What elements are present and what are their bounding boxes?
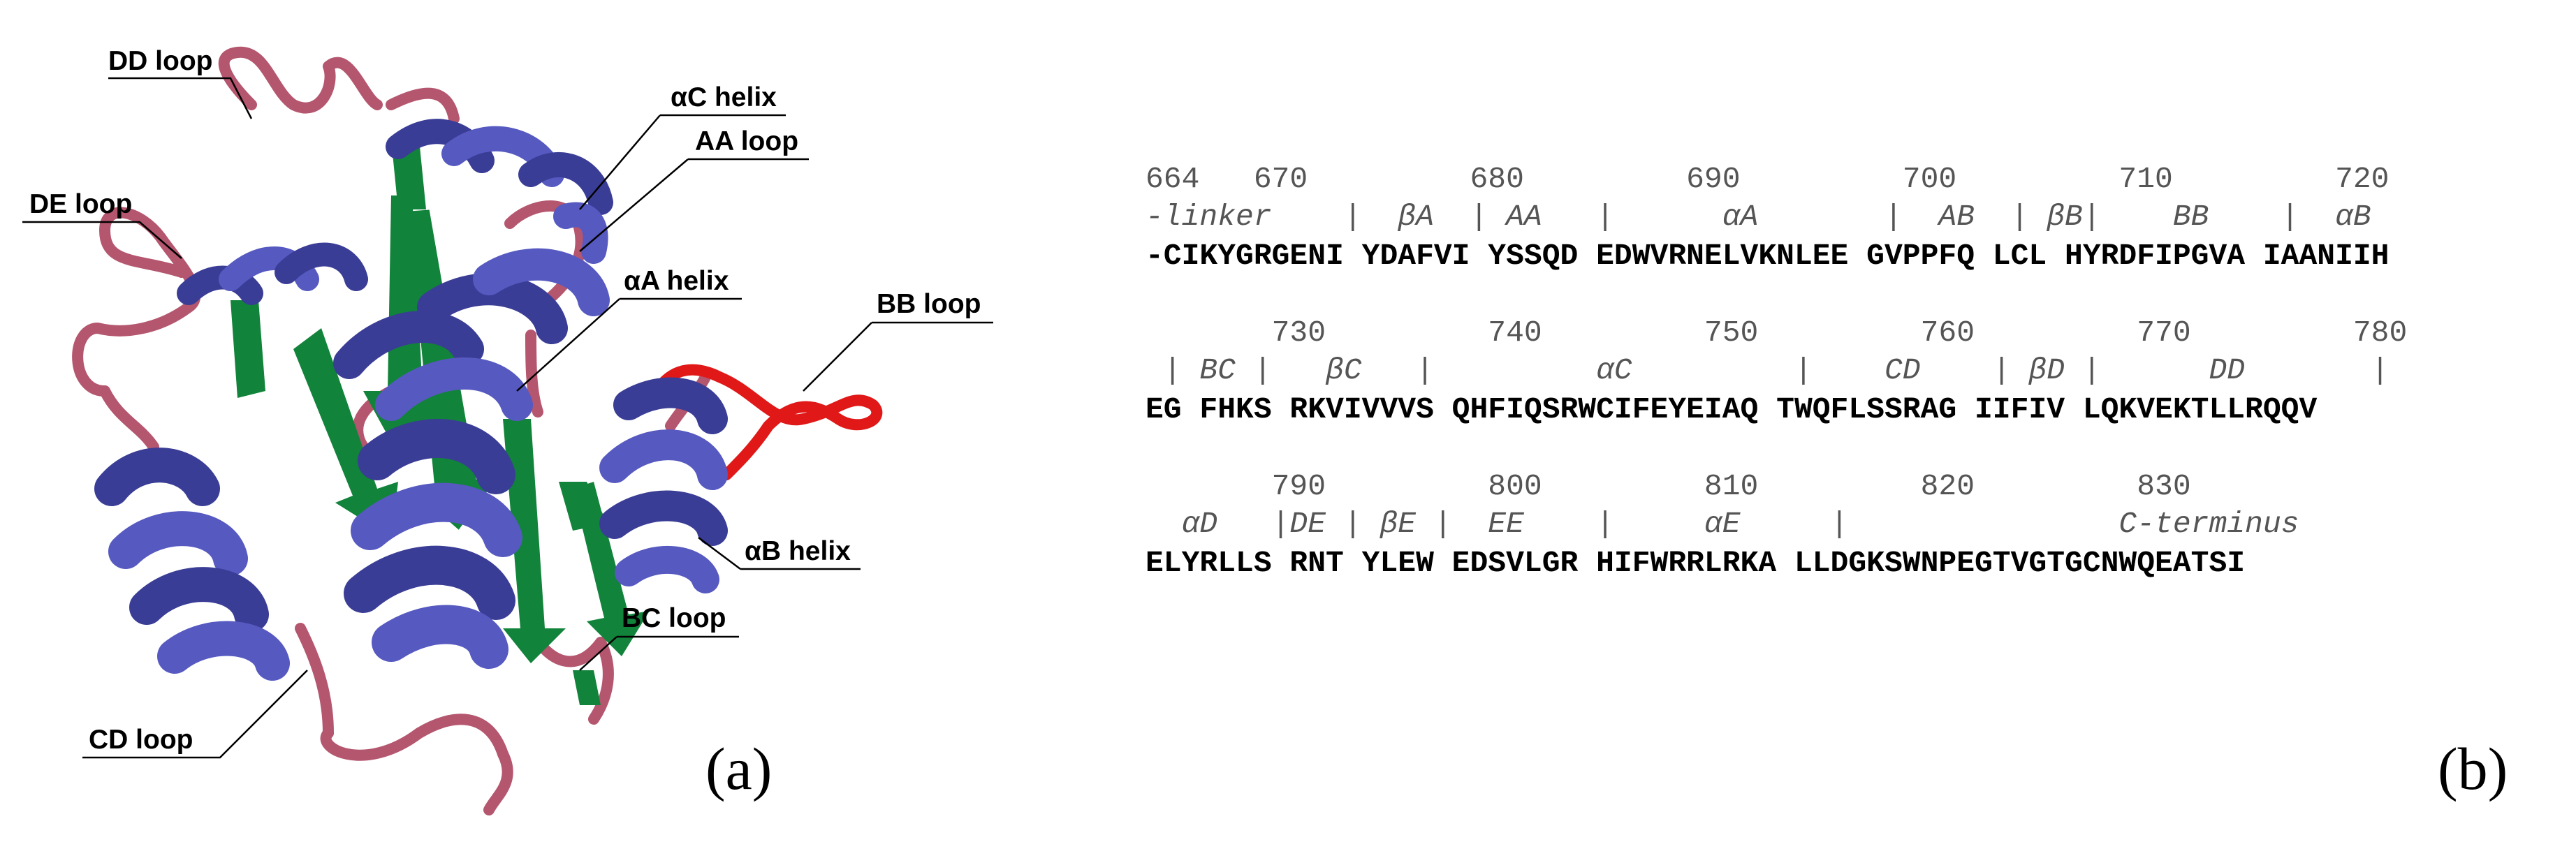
label-cd-loop: CD loop	[89, 725, 193, 755]
panel-label-a: (a)	[705, 735, 772, 802]
helix-aa-center	[344, 419, 522, 669]
label-aa-helix: αA helix	[624, 266, 729, 296]
sequence-panel: 664 670 680 690 700 710 720 -linker | βA…	[1146, 162, 2508, 802]
secondary-structure-3: αD |DE | βE | EE | αE | C-terminus	[1146, 507, 2299, 541]
helix-aa	[333, 248, 610, 421]
helix-de	[177, 242, 368, 305]
label-dd-loop: DD loop	[108, 46, 212, 76]
residue-numbers-3: 790 800 810 820 830	[1146, 469, 2191, 503]
helix-ab	[599, 377, 728, 593]
residue-numbers-2: 730 740 750 760 770 780	[1146, 316, 2407, 350]
residue-numbers-1: 664 670 680 690 700 710 720	[1146, 162, 2390, 196]
sequence-2: EG FHKS RKVIVVVS QHFIQSRWCIFEYEIAQ TWQFL…	[1146, 392, 2317, 427]
label-ac-helix: αC helix	[671, 82, 777, 112]
label-de-loop: DE loop	[29, 189, 132, 219]
sequence-3: ELYRLLS RNT YLEW EDSVLGR HIFWRRLRKA LLDG…	[1146, 546, 2245, 580]
panel-label-b: (b)	[2438, 735, 2508, 802]
protein-structure-illustration: DD loop DE loop αC helix AA loop αA heli…	[22, 46, 993, 815]
label-ab-helix: αB helix	[745, 536, 851, 566]
label-bb-loop: BB loop	[877, 289, 981, 319]
sequence-1: -CIKYGRGENI YDAFVI YSSQD EDWVRNELVKNLEE …	[1146, 239, 2390, 273]
leader-lines	[22, 77, 993, 759]
label-aa-loop: AA loop	[695, 126, 798, 156]
secondary-structure-2: | BC | βC | αC | CD | βD | DD |	[1146, 353, 2390, 387]
helix-cd	[94, 448, 290, 681]
label-bc-loop: BC loop	[622, 603, 726, 633]
secondary-structure-1: -linker | βA | AA | αA | AB | βB| BB | α…	[1146, 200, 2371, 234]
helix-ac	[386, 119, 613, 264]
